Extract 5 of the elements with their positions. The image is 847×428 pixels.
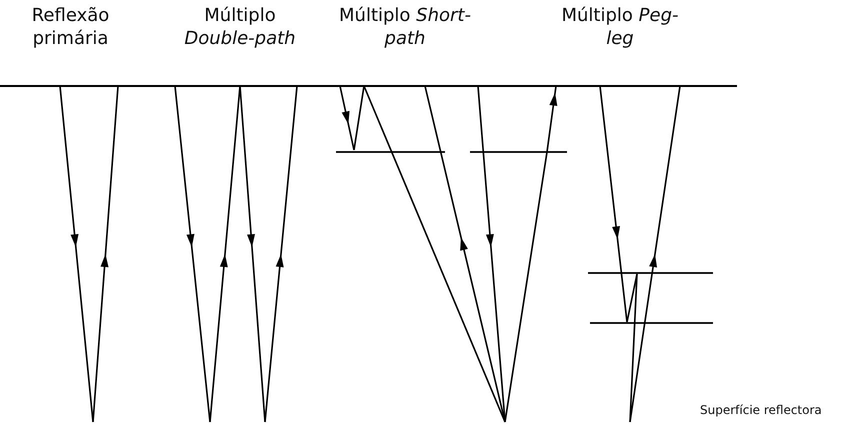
column-heading: Reflexão primária	[30, 4, 110, 50]
column-heading: Múltiplo Short-path	[338, 4, 472, 50]
reflector-label: Superfície reflectora	[700, 403, 823, 417]
column-heading: Múltiplo Double-path	[183, 4, 297, 50]
column-heading: Múltiplo Peg-leg	[560, 4, 680, 50]
